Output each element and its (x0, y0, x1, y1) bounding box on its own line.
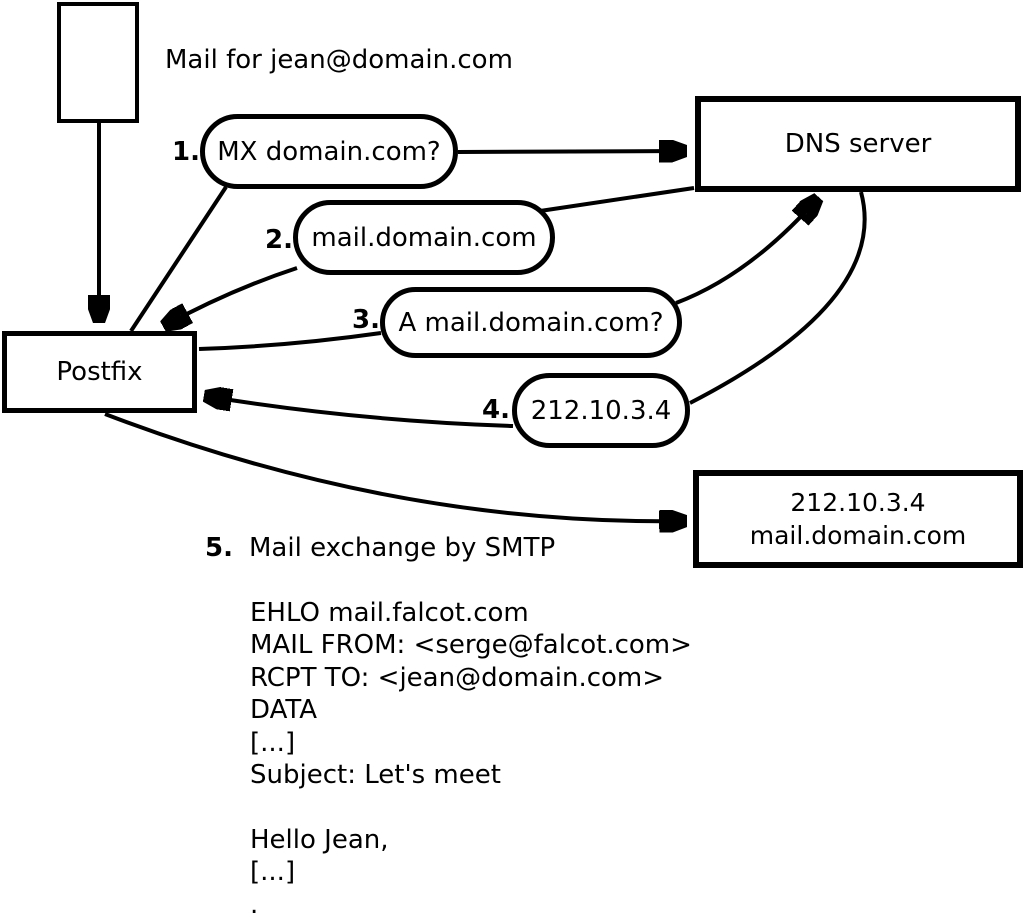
step-number-1: 1. (172, 137, 200, 167)
mail-server-node: 212.10.3.4 mail.domain.com (693, 470, 1023, 568)
edge-postfix-to-mailserver (104, 412, 686, 521)
step-number-3: 3. (352, 305, 380, 335)
mail-message-node (57, 2, 139, 123)
step-number-2: 2. (265, 225, 293, 255)
edge-a-answer-to-postfix (205, 396, 514, 428)
smtp-line (250, 791, 692, 823)
smtp-line: DATA (250, 695, 317, 726)
dns-server-node: DNS server (695, 96, 1021, 192)
dns-server-label: DNS server (784, 129, 932, 159)
smtp-line: Subject: Let's meet (250, 759, 501, 790)
mail-server-ip: 212.10.3.4 (790, 488, 926, 517)
pill-mx-query-label: MX domain.com? (217, 136, 441, 167)
pill-mx-answer-label: mail.domain.com (311, 222, 537, 253)
pill-a-query-label: A mail.domain.com? (398, 307, 664, 338)
step-number-5: 5. (205, 533, 233, 563)
smtp-line: [...] (250, 857, 296, 888)
pill-a-answer: 212.10.3.4 (512, 373, 690, 448)
pill-a-query: A mail.domain.com? (380, 287, 682, 358)
edge-dns-to-mx-answer (539, 186, 695, 213)
smtp-line: MAIL FROM: <serge@falcot.com> (250, 630, 692, 661)
smtp-line: [...] (250, 727, 296, 758)
smtp-line: RCPT TO: <jean@domain.com> (250, 662, 665, 693)
edge-postfix-to-a-query (198, 331, 382, 351)
step-5-label: Mail exchange by SMTP (249, 533, 556, 563)
postfix-label: Postfix (56, 357, 143, 387)
postfix-node: Postfix (2, 331, 197, 413)
edge-mx-answer-to-postfix (164, 266, 298, 326)
smtp-line: Hello Jean, (250, 824, 389, 855)
diagram-title: Mail for jean@domain.com (165, 45, 513, 75)
mail-server-hostname: mail.domain.com (749, 521, 967, 550)
pill-mx-answer: mail.domain.com (293, 200, 555, 275)
edge-postfix-to-mx-query (129, 185, 228, 333)
edge-a-query-to-dns (675, 198, 818, 305)
smtp-line: . (250, 889, 259, 919)
step-number-4: 4. (482, 395, 510, 425)
edge-dns-to-a-answer (689, 191, 867, 405)
smtp-line: EHLO mail.falcot.com (250, 598, 529, 628)
pill-mx-query: MX domain.com? (200, 114, 458, 189)
edge-mx-query-to-dns (457, 151, 686, 152)
pill-a-answer-label: 212.10.3.4 (530, 395, 672, 426)
smtp-session-text: EHLO mail.falcot.com MAIL FROM: <serge@f… (250, 597, 692, 919)
